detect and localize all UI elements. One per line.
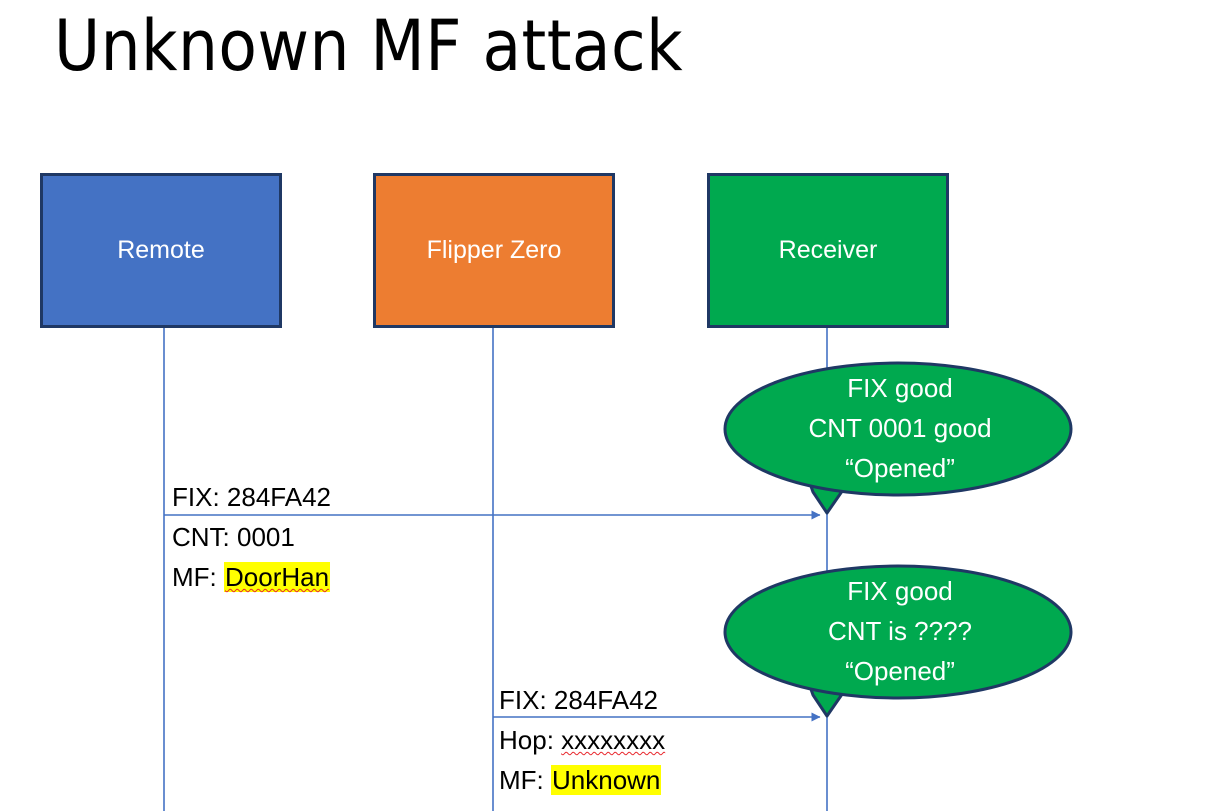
message-1-mf-value: DoorHan — [224, 562, 331, 592]
message-1-cnt-value: 0001 — [237, 522, 295, 552]
message-1-cnt-line: CNT: 0001 — [172, 517, 330, 557]
actor-box-remote[interactable]: Remote — [40, 173, 282, 328]
message-2-mf-prefix: MF: — [499, 765, 551, 795]
page-title: Unknown MF attack — [54, 5, 684, 87]
message-2-mf-value: Unknown — [551, 765, 662, 795]
actor-box-receiver[interactable]: Receiver — [707, 173, 949, 328]
callout-2-bubble — [723, 564, 1073, 700]
message-2-mf-line: MF: Unknown — [499, 760, 665, 800]
actor-box-flipper[interactable]: Flipper Zero — [373, 173, 615, 328]
message-2-label-below: Hop: xxxxxxxx MF: Unknown — [499, 720, 665, 800]
message-1-mf-line: MF: DoorHan — [172, 557, 331, 597]
actor-label-remote: Remote — [117, 236, 205, 264]
callout-1-bubble — [723, 361, 1073, 497]
actor-label-receiver: Receiver — [778, 236, 878, 264]
message-1-cnt-prefix: CNT: — [172, 522, 237, 552]
message-1-fix-line: FIX: 284FA42 — [172, 482, 331, 512]
message-2-hop-prefix: Hop: — [499, 725, 562, 755]
message-1-mf-prefix: MF: — [172, 562, 224, 592]
message-1-label-below: CNT: 0001 MF: DoorHan — [172, 517, 331, 597]
message-2-fix-line: FIX: 284FA42 — [499, 685, 658, 715]
message-2-label-above: FIX: 284FA42 — [499, 680, 658, 720]
message-2-hop-line: Hop: xxxxxxxx — [499, 720, 665, 760]
actor-label-flipper: Flipper Zero — [426, 236, 562, 264]
message-2-hop-value: xxxxxxxx — [561, 725, 666, 755]
message-1-label-above: FIX: 284FA42 — [172, 477, 331, 517]
